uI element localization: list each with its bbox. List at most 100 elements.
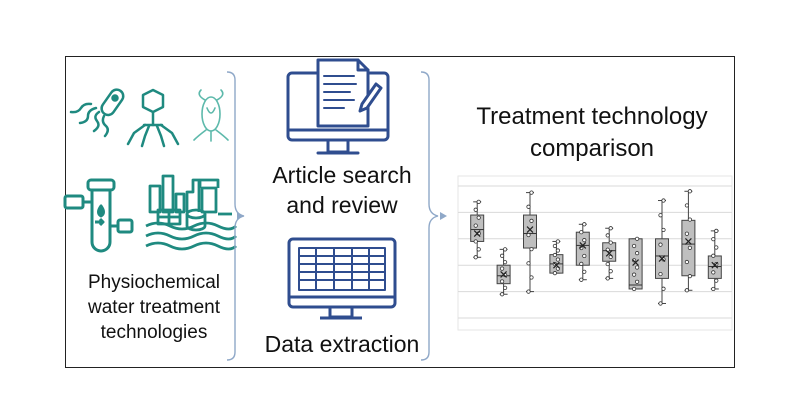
data-point [499, 279, 505, 284]
data-point [552, 243, 558, 249]
arrow-to-middle [237, 212, 244, 220]
mean-marker [684, 238, 692, 245]
protozoa-icon [193, 89, 229, 142]
data-point [684, 259, 690, 265]
data-point [526, 261, 531, 266]
data-point [711, 253, 716, 258]
outer-frame [65, 56, 735, 368]
data-point [555, 257, 561, 262]
comparison-title-line-1: Treatment technology [476, 103, 708, 130]
data-point [687, 274, 693, 279]
data-point [529, 218, 534, 223]
data-point [631, 243, 637, 249]
comparison-title-line-2: comparison [529, 135, 655, 162]
bacterium-icon [69, 88, 125, 138]
data-point [473, 255, 478, 260]
data-point [526, 289, 531, 294]
document-monitor-icon [286, 58, 390, 155]
data-point [684, 288, 690, 293]
data-point [634, 251, 640, 256]
pipe-filter-icon [63, 178, 134, 253]
mean-marker [552, 261, 560, 269]
data-point [502, 247, 508, 252]
box [707, 255, 722, 279]
data-point [661, 286, 666, 291]
data-point [499, 292, 505, 297]
data-point [552, 252, 558, 258]
extraction-label: Data extraction [264, 331, 420, 357]
data-point [499, 253, 505, 258]
data-point [605, 233, 610, 238]
data-point [608, 226, 613, 231]
data-point [608, 269, 613, 274]
data-point [714, 245, 719, 250]
data-point [687, 245, 693, 250]
spreadsheet-monitor-icon [287, 237, 397, 320]
comparison-title: Treatment technology comparison [450, 101, 734, 165]
data-point [661, 227, 666, 233]
mean-marker [658, 255, 666, 263]
data-point [661, 198, 666, 203]
mean-marker [605, 249, 613, 257]
mean-marker [473, 230, 481, 237]
data-point [579, 277, 584, 282]
data-point [526, 232, 531, 238]
data-point [582, 222, 587, 227]
data-point [582, 253, 587, 259]
treatment-plant-icon [145, 174, 237, 251]
data-point [714, 278, 719, 283]
data-point [473, 239, 478, 244]
data-point [529, 247, 534, 252]
data-point [526, 204, 531, 209]
mean-marker [711, 261, 719, 269]
data-point [555, 248, 561, 253]
data-point [684, 231, 690, 236]
data-point [658, 242, 663, 247]
data-point [529, 275, 534, 280]
flow-arrows [237, 212, 447, 220]
data-point [605, 261, 610, 267]
search-label-line-1: Article search [272, 162, 412, 188]
data-point [687, 217, 693, 222]
data-point [529, 190, 534, 195]
data-point [714, 228, 719, 233]
data-point [634, 265, 640, 270]
data-point [631, 286, 637, 292]
data-point [579, 230, 584, 235]
data-point [631, 272, 637, 277]
data-point [605, 276, 610, 281]
data-point [608, 240, 613, 245]
data-point [634, 279, 640, 284]
data-point [499, 266, 505, 271]
data-point [711, 237, 716, 242]
bacteriophage-icon [126, 88, 180, 148]
data-point [552, 271, 558, 276]
data-point [658, 271, 663, 277]
left-label-line-2: water treatment [88, 297, 220, 318]
mean-marker [526, 226, 534, 233]
mean-marker [500, 271, 508, 278]
data-point [687, 189, 693, 194]
data-point [658, 301, 663, 306]
arrow-to-right [440, 212, 447, 220]
data-point [473, 207, 478, 212]
search-label: Article search and review [244, 160, 440, 220]
left-label: Physiochemical water treatment technolog… [66, 270, 242, 345]
data-point [634, 236, 640, 241]
data-point [582, 269, 587, 274]
data-point [658, 213, 663, 218]
mean-marker [632, 259, 640, 266]
mean-marker [579, 241, 587, 249]
data-point [582, 238, 587, 243]
search-label-line-2: and review [286, 192, 398, 218]
data-point [555, 239, 561, 244]
data-point [476, 199, 481, 204]
data-point [476, 247, 481, 252]
box [602, 242, 617, 262]
data-point [476, 215, 481, 220]
data-point [711, 270, 716, 275]
data-point [502, 260, 508, 265]
data-point [502, 285, 508, 290]
